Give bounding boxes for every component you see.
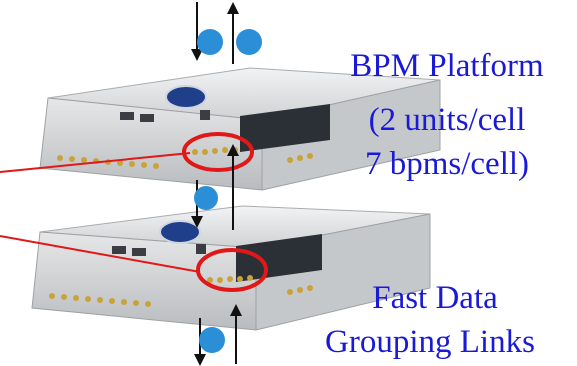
highlight-upper [0,132,254,173]
logo-icon [165,85,207,109]
link-arrows-bottom [194,304,242,366]
link-arrows-top [191,2,262,64]
platform-label-line1: BPM Platform [350,48,544,84]
links-label-line2: Grouping Links [325,324,535,360]
node-circle [197,29,223,55]
bpm-unit-upper [39,67,441,191]
node-circle [236,29,262,55]
highlight-lower [0,235,268,292]
platform-label-line2: (2 units/cell [368,102,526,138]
platform-label-line3: 7 bpms/cell) [364,146,530,182]
link-arrows-middle [191,144,239,230]
logo-icon [159,220,201,244]
links-label-line1: Fast Data [372,280,498,316]
bpm-unit-lower [31,205,431,331]
node-circle [194,186,218,210]
node-circle [199,327,225,353]
